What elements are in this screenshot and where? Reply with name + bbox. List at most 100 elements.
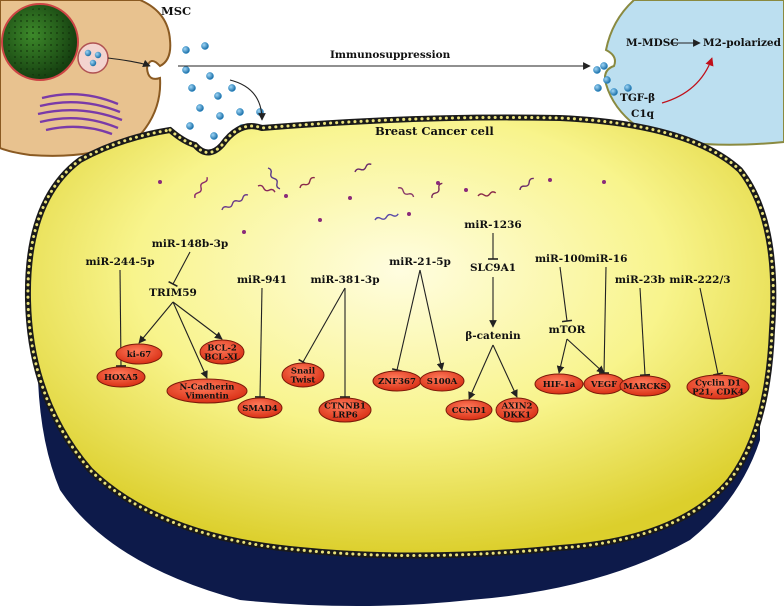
target-ellipse <box>495 397 539 423</box>
exosome-icon <box>214 92 222 100</box>
mirna-label-mir941: miR-941 <box>237 274 287 286</box>
edge-mir941-smad4 <box>259 287 263 398</box>
edge-mir148-trim59 <box>172 251 191 285</box>
mirna-dot-icon <box>284 194 288 198</box>
target-node-ccnd1: CCND1 <box>445 399 493 421</box>
exosome-icon <box>182 66 190 74</box>
target-node-hif1a: HIF-1a <box>534 373 584 395</box>
inhibit-bar <box>639 373 651 377</box>
edge-trim59-ncad <box>172 301 208 379</box>
target-node-smad4: SMAD4 <box>237 397 283 419</box>
target-text-smad4: SMAD4 <box>242 404 278 414</box>
exosome-icon <box>210 132 218 140</box>
exosome-icon <box>600 62 608 70</box>
exosome-icon <box>196 104 204 112</box>
edge-mir21-znf367 <box>396 269 421 371</box>
target-text-bcl2: BCL-2 <box>207 344 237 354</box>
mirna-squiggle-icon <box>221 194 249 211</box>
target-text-ncad: N-Cadherin <box>180 383 235 393</box>
pathway-edges <box>115 233 724 400</box>
target-text-axin2: AXIN2 <box>501 402 533 412</box>
target-ellipse <box>115 343 163 365</box>
edge-mir222-cyclin <box>699 287 719 375</box>
mirna-squiggle-icon <box>299 176 315 189</box>
intermediate-label-bcat: β-catenin <box>465 330 521 342</box>
target-text-snail: Twist <box>291 376 316 386</box>
intermediate-label-slc9a1: SLC9A1 <box>470 262 516 274</box>
mirna-squiggle-icon <box>519 177 534 191</box>
edge-mtor-vegf <box>566 338 605 374</box>
target-text-ncad: Vimentin <box>184 392 229 402</box>
mirna-squiggle-icon <box>354 163 372 173</box>
mdsc-exosomes <box>593 62 632 96</box>
mirna-dot-icon <box>548 178 552 182</box>
cancer-membrane <box>24 114 777 559</box>
mirna-dot-icon <box>464 188 468 192</box>
mirna-dot-icon <box>407 212 411 216</box>
mirna-label-mir16: miR-16 <box>585 253 628 265</box>
edge-mir16-vegf <box>603 266 607 374</box>
exosome-icon <box>603 76 611 84</box>
exosome-icon <box>593 66 601 74</box>
edge-bcat-axin2 <box>492 344 518 398</box>
edge-mir100-mtor <box>559 266 568 322</box>
target-text-ki67: ki-67 <box>127 350 152 360</box>
tgf-beta-label: TGF-β <box>620 92 655 104</box>
tgf-polarization-arrow <box>661 57 714 104</box>
breast-cancer-label: Breast Cancer cell <box>375 124 494 138</box>
exosome-icon <box>206 72 214 80</box>
mdsc-target-label: M2-polarized <box>703 37 782 49</box>
target-text-ctnnb1: CTNNB1 <box>324 402 366 412</box>
exosome-icon <box>256 108 264 116</box>
mirna-squiggle-icon <box>194 177 208 199</box>
target-ellipse <box>445 399 493 421</box>
mirna-squiggle-icon <box>257 184 276 193</box>
exosome-icon <box>216 112 224 120</box>
target-ellipse <box>318 397 372 423</box>
target-node-znf367: ZNF367 <box>372 370 422 392</box>
immunosuppression-label: Immunosuppression <box>330 49 451 61</box>
mirna-squiggle-icon <box>477 191 497 197</box>
mirna-squiggle-icon <box>374 213 399 221</box>
target-ellipse <box>96 366 146 388</box>
mirna-dot-icon <box>318 218 322 222</box>
target-text-cyclin: Cyclin D1 <box>695 379 741 389</box>
intermediate-label-mtor: mTOR <box>549 324 586 336</box>
mirna-dot-icon <box>158 180 162 184</box>
edge-mir23-marcks <box>639 287 646 376</box>
edge-mir21-s100a <box>419 269 445 371</box>
mirna-label-mir100: miR-100 <box>535 253 585 265</box>
msc-vesicle <box>77 42 109 74</box>
target-text-bcl2: BCL-XL <box>204 353 240 363</box>
mirna-label-mir1236: miR-1236 <box>464 219 521 231</box>
target-ellipse <box>686 374 750 400</box>
mirna-label-mir244: miR-244-5p <box>85 256 154 268</box>
exosome-icon <box>236 108 244 116</box>
target-nodes: HOXA5ki-67N-CadherinVimentinBCL-2BCL-XLS… <box>96 339 750 423</box>
target-ellipse <box>166 378 248 404</box>
mirna-squiggle-icon <box>267 167 281 190</box>
edge-trim59-ki67 <box>138 301 174 344</box>
target-text-ctnnb1: LRP6 <box>332 411 357 421</box>
edge-mtor-hif1a <box>556 338 568 374</box>
edge-bcat-ccnd1 <box>468 344 494 400</box>
uptake-arrow <box>229 79 266 121</box>
breast-cancer-cell <box>24 114 777 606</box>
target-text-snail: Snail <box>291 367 316 377</box>
exosome-icon <box>182 46 190 54</box>
target-ellipse <box>619 375 671 397</box>
mirna-fragments <box>158 163 606 234</box>
mirna-label-mir148: miR-148b-3p <box>152 238 228 250</box>
edge-mir381-snail <box>302 287 346 363</box>
exosome-icon <box>228 84 236 92</box>
target-text-cyclin: P21, CDK4 <box>692 388 744 398</box>
mirna-label-mir23: miR-23b <box>615 274 665 286</box>
target-node-vegf: VEGF <box>583 373 625 395</box>
msc-label: MSC <box>161 4 191 18</box>
